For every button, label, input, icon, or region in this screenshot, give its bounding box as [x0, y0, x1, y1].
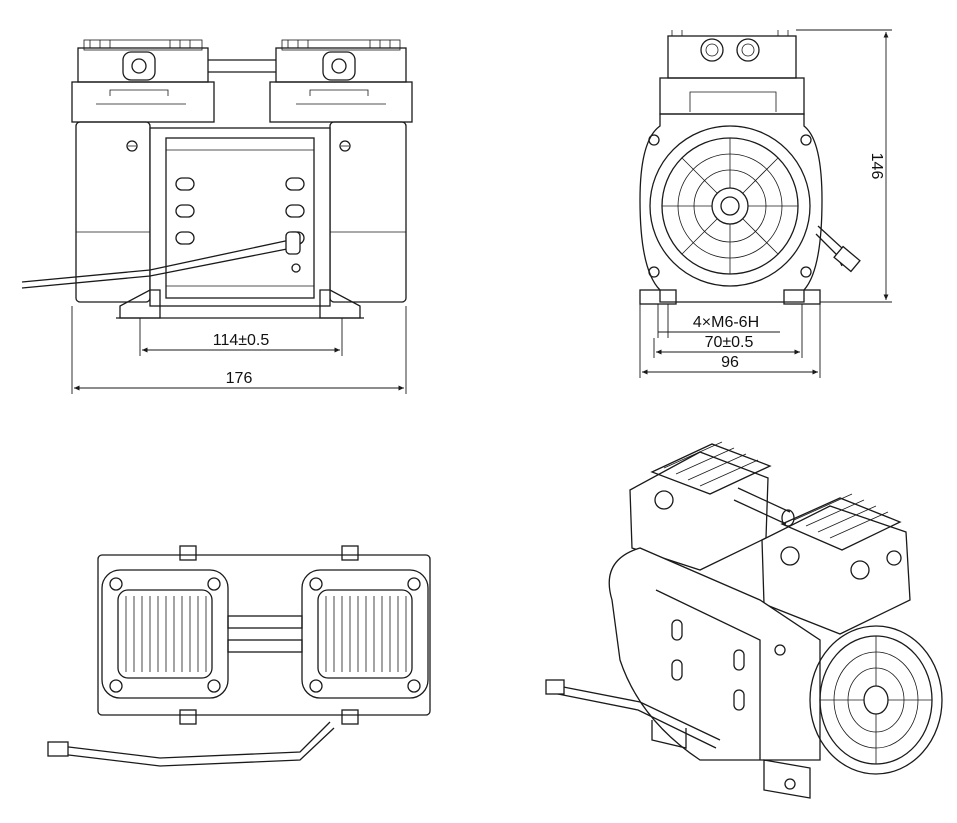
front-dim-lines: [71, 306, 407, 394]
top-right-head: [301, 569, 429, 699]
dim-mount-spacing-front: 114±0.5: [213, 332, 270, 349]
top-view: [47, 545, 431, 767]
front-view: 114±0.5 176: [21, 39, 413, 394]
dim-mount-spacing-side: 70±0.5: [705, 334, 754, 351]
dim-overall-width: 96: [721, 354, 739, 371]
side-view: 146 4×M6-6H 70±0.5 96: [639, 29, 892, 378]
iso-fan-guard: [809, 625, 943, 775]
dim-overall-length: 176: [226, 370, 253, 387]
top-left-head: [101, 569, 229, 699]
front-left-head: [71, 39, 215, 123]
dim-height: 146: [868, 153, 885, 180]
dim-thread: 4×M6-6H: [693, 314, 759, 331]
front-right-head: [269, 39, 413, 123]
side-dim-lines: [639, 29, 892, 378]
side-fan-guard: [649, 125, 811, 287]
isometric-view: [545, 441, 943, 799]
